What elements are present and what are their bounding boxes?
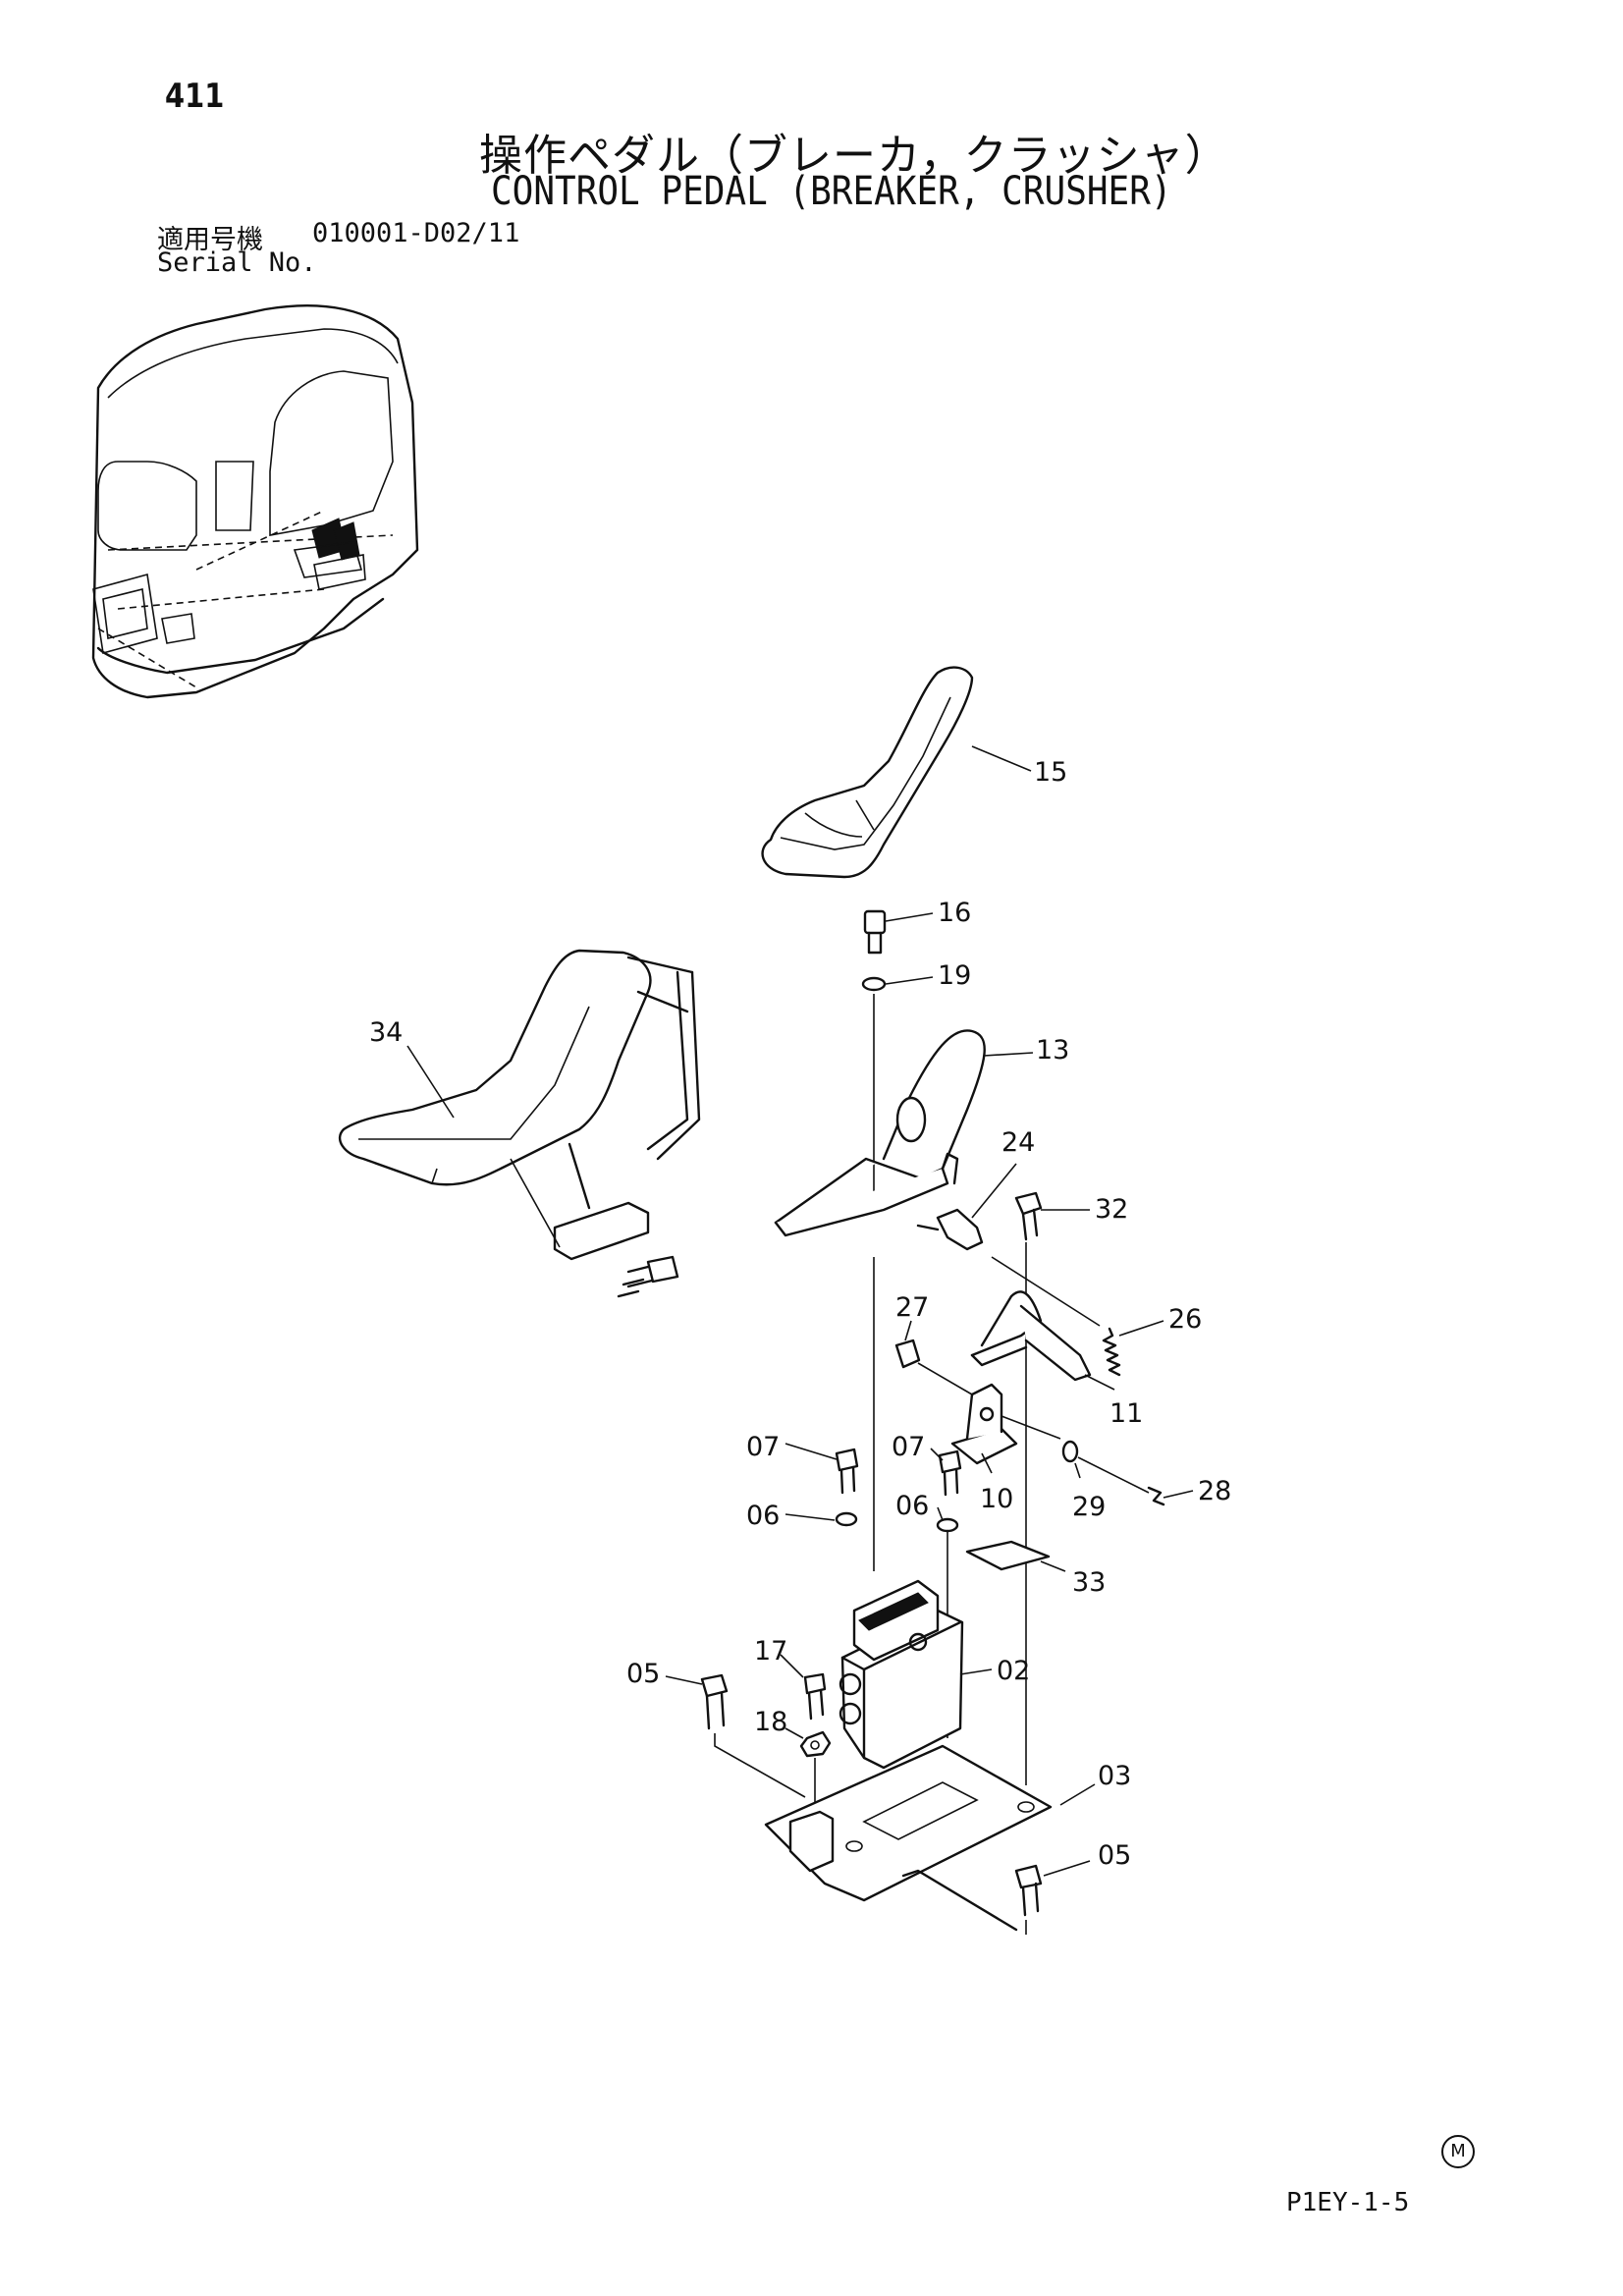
part-05-bolt-right	[1014, 1864, 1043, 1917]
part-26-spring	[1102, 1327, 1121, 1377]
part-06-washer-left	[835, 1511, 858, 1527]
page-number: 411	[165, 77, 225, 116]
callout-27: 27	[895, 1292, 929, 1323]
callout-leaders	[406, 745, 1194, 1877]
part-17-bolt	[803, 1672, 827, 1721]
part-28-clip	[1147, 1486, 1165, 1506]
callout-16: 16	[938, 898, 971, 928]
callout-10: 10	[980, 1484, 1013, 1514]
cab-location-sketch	[91, 304, 419, 699]
callout-17: 17	[754, 1636, 787, 1667]
part-18-nut	[799, 1730, 832, 1758]
callout-24: 24	[1001, 1127, 1035, 1158]
callout-28: 28	[1198, 1476, 1231, 1506]
callout-03: 03	[1098, 1761, 1131, 1791]
part-11-arm	[970, 1290, 1092, 1382]
part-13-pedal	[774, 1029, 986, 1237]
callout-32: 32	[1095, 1194, 1128, 1225]
part-02-pilot-valve	[839, 1579, 964, 1770]
serial-label-english: Serial No.	[157, 247, 317, 278]
part-07-bolt-left	[835, 1448, 859, 1495]
callout-34: 34	[369, 1017, 403, 1048]
callout-07-right: 07	[892, 1432, 925, 1462]
callout-26: 26	[1168, 1304, 1202, 1335]
part-32-bolt	[1014, 1191, 1043, 1241]
serial-label-japanese: 適用号機	[157, 225, 263, 255]
part-03-base-plate	[764, 1744, 1053, 1932]
callout-11: 11	[1109, 1398, 1143, 1429]
model-mark-circle: M	[1441, 2135, 1475, 2168]
callout-02: 02	[997, 1656, 1030, 1686]
serial-number-range: 010001-D02/11	[312, 218, 520, 248]
callout-13: 13	[1036, 1035, 1069, 1066]
part-05-bolt-left	[700, 1673, 729, 1730]
part-10-bracket	[950, 1383, 1018, 1465]
callout-06-left: 06	[746, 1501, 780, 1531]
part-06-washer-right	[936, 1517, 959, 1533]
callout-05-right: 05	[1098, 1840, 1131, 1871]
part-15-pedal-cover	[761, 666, 974, 879]
part-34-pedal-assembly	[338, 949, 701, 1298]
part-33-shim	[965, 1540, 1051, 1571]
part-29-washer	[1061, 1440, 1079, 1463]
callout-33: 33	[1072, 1567, 1106, 1598]
callout-15: 15	[1034, 757, 1067, 788]
callout-05-left: 05	[626, 1659, 660, 1689]
part-16-bolt	[863, 909, 887, 955]
part-19-washer	[861, 976, 887, 992]
figure-code: P1EY-1-5	[1286, 2188, 1410, 2217]
callout-07-left: 07	[746, 1432, 780, 1462]
part-24-stopper	[916, 1208, 984, 1251]
callout-18: 18	[754, 1707, 787, 1737]
callout-29: 29	[1072, 1492, 1106, 1522]
part-07-bolt-right	[938, 1449, 962, 1497]
part-27-pin	[894, 1339, 921, 1369]
page-title-english: CONTROL PEDAL (BREAKER, CRUSHER)	[491, 169, 1172, 214]
callout-06-right: 06	[895, 1491, 929, 1521]
page-title-japanese: 操作ペダル（ブレーカ，クラッシャ）	[479, 131, 1229, 181]
callout-19: 19	[938, 960, 971, 991]
